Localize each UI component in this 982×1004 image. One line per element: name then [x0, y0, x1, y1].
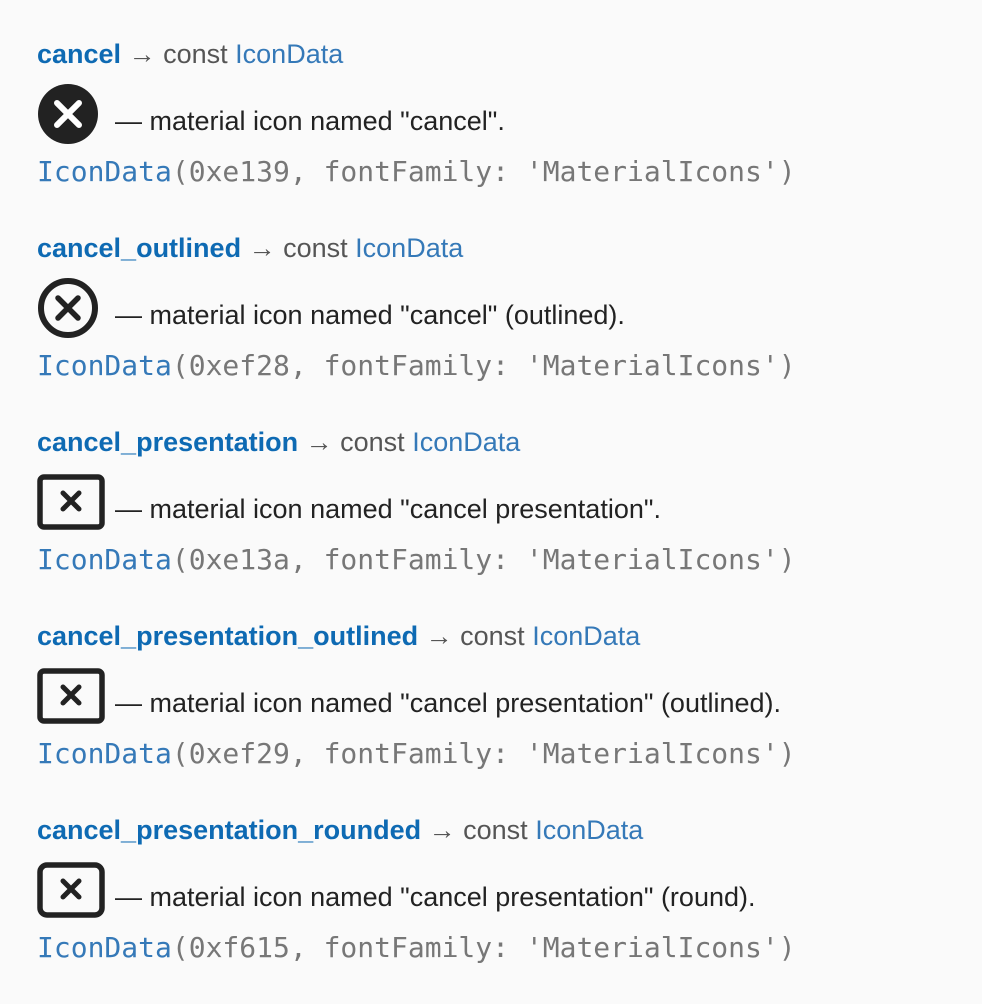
arrow-separator: →: [425, 621, 453, 651]
type-link[interactable]: IconData: [532, 621, 641, 651]
code-arguments: (0xe13a, fontFamily: 'MaterialIcons'): [171, 543, 796, 576]
const-keyword: const: [340, 427, 405, 457]
arrow-separator: →: [428, 815, 456, 845]
cancel-presentation-icon: [37, 470, 105, 534]
const-keyword: const: [460, 621, 525, 651]
cancel-presentation-rounded-icon: [37, 858, 105, 922]
constant-name-link[interactable]: cancel_presentation_outlined: [37, 621, 419, 651]
entry-description: — material icon named "cancel" (outlined…: [115, 299, 625, 330]
entry-signature: cancel_outlined → const IconData: [37, 228, 967, 268]
code-class-name: IconData: [37, 349, 172, 382]
icon-constant-list: cancel → const IconData — material icon …: [37, 34, 967, 1004]
type-link[interactable]: IconData: [535, 815, 644, 845]
type-link[interactable]: IconData: [235, 39, 344, 69]
const-keyword: const: [463, 815, 528, 845]
entry-signature: cancel_presentation_outlined → const Ico…: [37, 616, 967, 656]
entry-description: — material icon named "cancel presentati…: [115, 881, 756, 912]
entry-description: — material icon named "cancel presentati…: [115, 687, 782, 718]
cancel-presentation-outlined-icon: [37, 664, 105, 728]
type-link[interactable]: IconData: [412, 427, 521, 457]
icon-entry-cancel-outlined: cancel_outlined → const IconData — mater…: [37, 228, 967, 422]
constant-name-link[interactable]: cancel_presentation: [37, 427, 299, 457]
code-class-name: IconData: [37, 155, 172, 188]
entry-description: — material icon named "cancel".: [115, 105, 505, 136]
entry-code: IconData(0xef29, fontFamily: 'MaterialIc…: [37, 732, 796, 776]
code-arguments: (0xef28, fontFamily: 'MaterialIcons'): [171, 349, 796, 382]
cancel-filled-icon: [37, 82, 105, 146]
entry-code: IconData(0xef28, fontFamily: 'MaterialIc…: [37, 344, 796, 388]
icon-entry-cancel-presentation: cancel_presentation → const IconData — m…: [37, 422, 967, 616]
entry-signature: cancel_presentation → const IconData: [37, 422, 967, 462]
code-class-name: IconData: [37, 931, 172, 964]
constant-name-link[interactable]: cancel: [37, 39, 122, 69]
code-class-name: IconData: [37, 737, 172, 770]
entry-code: IconData(0xe139, fontFamily: 'MaterialIc…: [37, 150, 796, 194]
type-link[interactable]: IconData: [355, 233, 464, 263]
entry-description: — material icon named "cancel presentati…: [115, 493, 661, 524]
code-arguments: (0xf615, fontFamily: 'MaterialIcons'): [171, 931, 796, 964]
entry-code: IconData(0xe13a, fontFamily: 'MaterialIc…: [37, 538, 796, 582]
code-class-name: IconData: [37, 543, 172, 576]
arrow-separator: →: [128, 39, 156, 69]
arrow-separator: →: [248, 233, 276, 263]
const-keyword: const: [163, 39, 228, 69]
icon-entry-cancel-presentation-outlined: cancel_presentation_outlined → const Ico…: [37, 616, 967, 810]
code-arguments: (0xe139, fontFamily: 'MaterialIcons'): [171, 155, 796, 188]
entry-description-row: — material icon named "cancel presentati…: [37, 664, 781, 728]
icon-entry-cancel: cancel → const IconData — material icon …: [37, 34, 967, 228]
constant-name-link[interactable]: cancel_presentation_rounded: [37, 815, 422, 845]
entry-code: IconData(0xf615, fontFamily: 'MaterialIc…: [37, 926, 796, 970]
entry-description-row: — material icon named "cancel presentati…: [37, 858, 756, 922]
code-arguments: (0xef29, fontFamily: 'MaterialIcons'): [171, 737, 796, 770]
constant-name-link[interactable]: cancel_outlined: [37, 233, 242, 263]
cancel-outlined-icon: [37, 276, 105, 340]
entry-description-row: — material icon named "cancel presentati…: [37, 470, 661, 534]
entry-signature: cancel → const IconData: [37, 34, 967, 74]
entry-description-row: — material icon named "cancel".: [37, 82, 505, 146]
entry-signature: cancel_presentation_rounded → const Icon…: [37, 810, 967, 850]
icon-entry-cancel-presentation-rounded: cancel_presentation_rounded → const Icon…: [37, 810, 967, 1004]
const-keyword: const: [283, 233, 348, 263]
arrow-separator: →: [305, 427, 333, 457]
entry-description-row: — material icon named "cancel" (outlined…: [37, 276, 625, 340]
